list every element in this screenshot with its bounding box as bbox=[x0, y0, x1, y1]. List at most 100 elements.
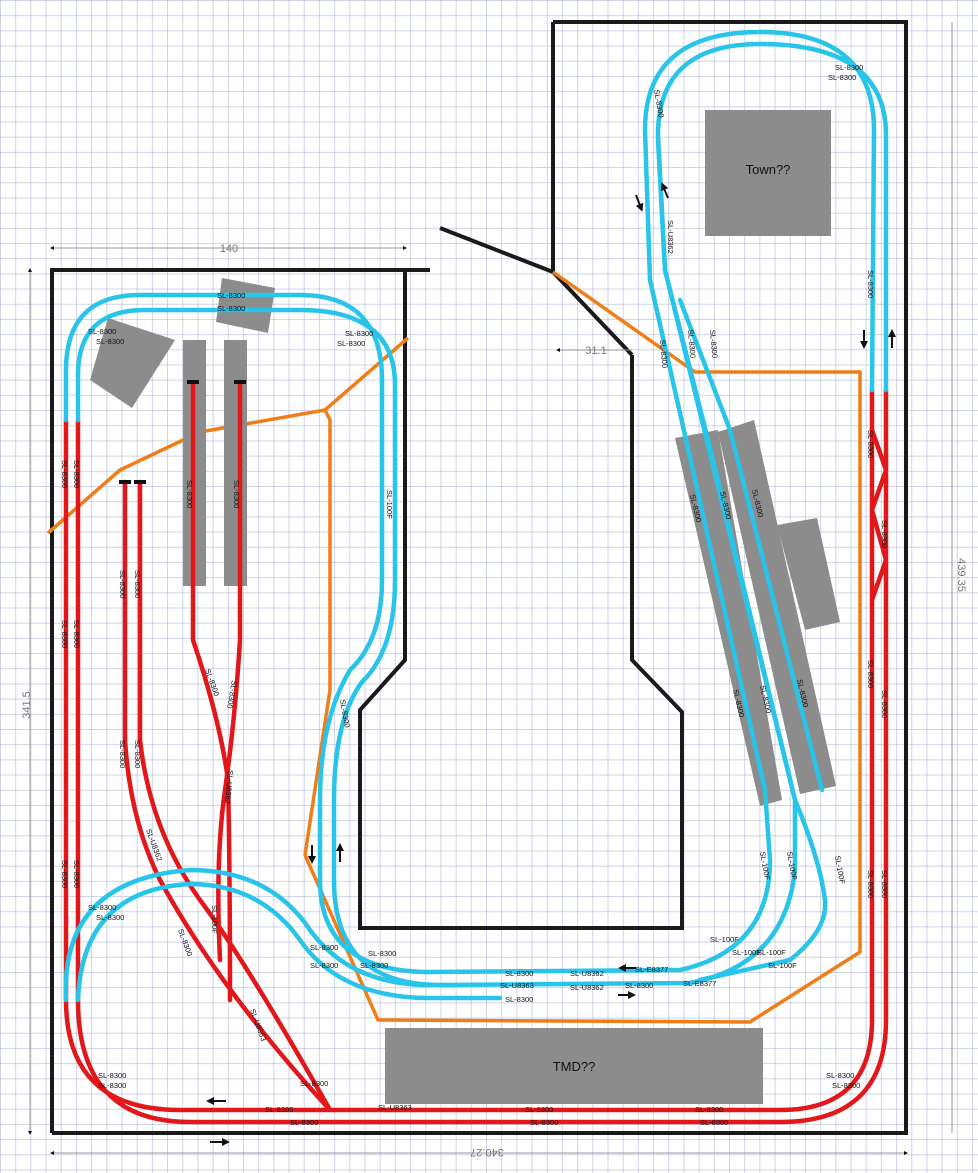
track-label: SL-8300 bbox=[98, 1071, 126, 1080]
track-label: SL-8300 bbox=[310, 943, 338, 952]
platform-left-2 bbox=[224, 340, 247, 586]
town-building bbox=[705, 110, 831, 236]
track-label: SL-8300 bbox=[866, 430, 875, 458]
red-buffer-stops bbox=[119, 380, 246, 484]
track-label: SL-8300 bbox=[525, 1105, 553, 1114]
blue-station-road-3 bbox=[655, 137, 828, 983]
track-label: SL-8300 bbox=[72, 860, 81, 888]
track-label: SL-100F bbox=[210, 905, 219, 934]
track-label: SL-8300 bbox=[505, 995, 533, 1004]
track-label: SL-8300 bbox=[72, 620, 81, 648]
town-label: Town?? bbox=[746, 162, 791, 177]
track-label: SL-E8377 bbox=[683, 979, 716, 988]
blue-return-loop-inner bbox=[75, 881, 503, 1003]
track-label: SL-8300 bbox=[866, 660, 875, 688]
building-top bbox=[216, 278, 275, 333]
track-label: SL-8300 bbox=[826, 1071, 854, 1080]
buildings: Town?? TMD?? bbox=[90, 110, 840, 1104]
red-outer-loop bbox=[63, 387, 875, 1113]
track-label: SL-8300 bbox=[72, 460, 81, 488]
track-label: SL-100F bbox=[732, 948, 761, 957]
tmd-label: TMD?? bbox=[553, 1059, 596, 1074]
blue-tracks bbox=[63, 29, 889, 1003]
dimension-top-width: 140 bbox=[220, 243, 238, 255]
track-label: SL-8300 bbox=[505, 969, 533, 978]
track-label: SL-100F bbox=[833, 855, 847, 885]
track-label: SL-8300 bbox=[96, 913, 124, 922]
baseboard-diagonal-edge bbox=[439, 226, 634, 357]
track-label: SL-8300 bbox=[835, 63, 863, 72]
track-labels: SL-8300 SL-8300 SL-8300 SL-8300 SL-8300 … bbox=[60, 63, 889, 1127]
red-tracks bbox=[63, 379, 889, 1125]
track-label: SL-100F bbox=[710, 935, 739, 944]
track-label: SL-8300 bbox=[708, 329, 719, 358]
track-label: SL-8300 bbox=[133, 570, 142, 598]
baseboard-top-left-edge bbox=[50, 268, 430, 1133]
track-label: SL-8300 bbox=[700, 1118, 728, 1127]
red-siding-2 bbox=[137, 479, 333, 1113]
track-label: SL-8300 bbox=[360, 961, 388, 970]
track-label: SL-8300 bbox=[133, 740, 142, 768]
track-label: SL-8300 bbox=[290, 1118, 318, 1127]
red-siding-4 bbox=[216, 379, 243, 963]
track-label: SL-8300 bbox=[300, 1079, 328, 1088]
track-label: SL-8300 bbox=[345, 329, 373, 338]
track-label: SL-8300 bbox=[658, 339, 669, 368]
blue-main-outer bbox=[63, 29, 877, 975]
dimension-inner-gap: 31.1 bbox=[585, 345, 606, 357]
track-label: SL-U8362 bbox=[223, 770, 235, 804]
track-label: SL-U8362 bbox=[570, 969, 604, 978]
blue-return-loop-outer bbox=[63, 867, 433, 1003]
track-label: SL-8300 bbox=[866, 870, 875, 898]
dimension-lines bbox=[28, 22, 953, 1155]
track-label: SL-8300 bbox=[217, 304, 245, 313]
track-label: SL-8300 bbox=[60, 620, 69, 648]
tmd-building bbox=[385, 1028, 763, 1104]
dimension-left-height: 341.5 bbox=[21, 691, 33, 719]
blue-station-road-4 bbox=[677, 297, 825, 793]
track-label: SL-8300 bbox=[310, 961, 338, 970]
track-label: SL-8300 bbox=[368, 949, 396, 958]
baseboard-right-bottom-edge bbox=[52, 20, 908, 1135]
station-building bbox=[777, 518, 840, 630]
track-label: SL-8300 bbox=[828, 73, 856, 82]
track-label: SL-8300 bbox=[118, 570, 127, 598]
track-label: SL-8300 bbox=[337, 339, 365, 348]
blue-main-inner bbox=[75, 41, 889, 988]
red-inner-loop bbox=[75, 387, 889, 1125]
track-label: SL-8300 bbox=[60, 460, 69, 488]
track-label: SL-8300 bbox=[185, 480, 194, 508]
track-label: SL-U8363 bbox=[248, 1008, 268, 1043]
track-label: SL-U8363 bbox=[378, 1103, 412, 1112]
arrow-up-peninsula bbox=[660, 182, 669, 199]
track-label: SL-100F bbox=[768, 961, 797, 970]
track-label: SL-8300 bbox=[118, 740, 127, 768]
track-label: SL-8300 bbox=[866, 270, 875, 298]
dimension-bottom-width: 340.27 bbox=[470, 1146, 504, 1158]
track-label: SL-U8362 bbox=[570, 983, 604, 992]
track-label: SL-8300 bbox=[530, 1118, 558, 1127]
dimension-right-height: 439.35 bbox=[955, 558, 967, 592]
track-label: SL-U8362 bbox=[666, 220, 675, 254]
arrow-down-peninsula bbox=[635, 194, 644, 212]
track-label: SL-8300 bbox=[686, 329, 697, 358]
track-label: SL-8300 bbox=[880, 520, 889, 548]
track-label: SL-8300 bbox=[625, 981, 653, 990]
building-corner bbox=[90, 318, 175, 408]
baseboard-outline bbox=[50, 20, 908, 1135]
track-label: SL-8300 bbox=[880, 690, 889, 718]
track-label: SL-8300 bbox=[88, 903, 116, 912]
track-label: SL-8300 bbox=[88, 327, 116, 336]
red-crossover-right bbox=[869, 427, 889, 603]
track-label: SL-U8363 bbox=[500, 981, 534, 990]
track-label: SL-E8377 bbox=[635, 965, 668, 974]
track-label: SL-8300 bbox=[695, 1105, 723, 1114]
direction-arrows bbox=[206, 182, 896, 1146]
track-label: SL-8300 bbox=[96, 337, 124, 346]
track-label: SL-8300 bbox=[98, 1081, 126, 1090]
baseboard-inner-cutout bbox=[358, 270, 684, 930]
track-label: SL-8300 bbox=[60, 860, 69, 888]
track-label: SL-8300 bbox=[232, 480, 241, 508]
track-label: SL-100F bbox=[385, 490, 394, 519]
